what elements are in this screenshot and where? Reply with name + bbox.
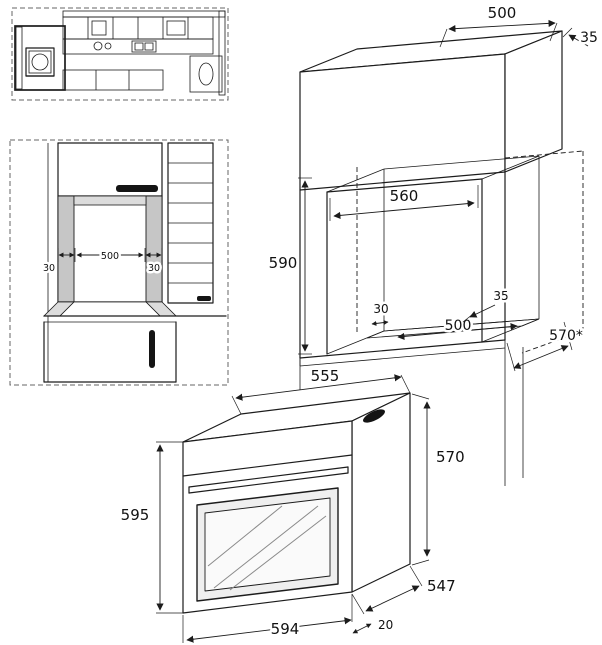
- shelf-column-handle: [197, 296, 211, 301]
- front-niche-dimensions: 500 30 30: [40, 248, 163, 277]
- oven-vent-slot: [363, 409, 385, 423]
- upper-cabinet: [299, 30, 563, 191]
- dim-line-front-width: [186, 617, 352, 643]
- upper-cabinet-right-face: [504, 30, 563, 173]
- dim-oven-body-depth: 547: [427, 577, 456, 595]
- dim-oven-front-height: 595: [121, 506, 150, 524]
- upper-door-handle: [116, 185, 158, 192]
- dim-line-depth-min: [513, 345, 569, 369]
- niche-dimensions: 500 35 560 590 30 500 35: [266, 2, 600, 372]
- dim-niche-base-inset: 30: [373, 302, 388, 316]
- dim-line-top-gap: [568, 34, 589, 47]
- niche-opening: [299, 155, 540, 486]
- kitchen-plan-view: [11, 7, 229, 101]
- dim-oven-rear-height: 570: [436, 448, 465, 466]
- niche-top-inner: [73, 195, 147, 206]
- dim-line-top-depth: [448, 19, 556, 33]
- plan-sink: [131, 40, 157, 53]
- oven-door-handle: [188, 466, 349, 494]
- niche-side-panel-right: [145, 195, 163, 303]
- plan-hob-burner: [93, 41, 103, 51]
- oven-isometric-view: 595 555 570 547 20 594: [118, 365, 467, 643]
- dim-oven-door-depth: 20: [378, 618, 393, 632]
- dim-line-inner-width: [333, 200, 475, 219]
- cabinet-front-view: 500 30 30: [9, 139, 229, 386]
- dim-niche-base-width: 500: [445, 318, 472, 334]
- dim-line-top-width: [235, 374, 402, 401]
- niche-hidden-lines: [356, 150, 584, 354]
- dim-line-body-depth: [365, 585, 420, 612]
- dim-niche-inner-height: 590: [269, 254, 298, 272]
- plan-counter-row: [62, 38, 214, 55]
- dim-niche-base-gap: 35: [493, 289, 508, 303]
- dim-line-base-gap: [469, 304, 496, 318]
- front-view-border: [9, 139, 229, 386]
- dim-front-niche-width: 500: [101, 251, 119, 262]
- front-counter-perspective: [43, 301, 227, 383]
- plan-tall-unit: [189, 55, 223, 93]
- dim-oven-top-width: 555: [311, 367, 340, 385]
- plan-view-border: [11, 7, 229, 101]
- plan-oven-callout: [14, 25, 66, 91]
- dim-niche-top-gap: 35: [580, 30, 598, 46]
- ventilation-strip: [366, 318, 540, 339]
- glass-reflection: [213, 505, 319, 589]
- plan-oven-fan-icon: [31, 53, 49, 71]
- front-oven-column: [57, 142, 163, 303]
- upper-cabinet-front-face: [299, 53, 506, 191]
- dim-line-base-inset: [371, 320, 389, 326]
- dim-oven-front-width: 594: [271, 620, 300, 638]
- plan-island: [62, 69, 164, 91]
- dim-niche-depth-min: 570*: [549, 328, 583, 344]
- dim-line-base-width: [397, 323, 518, 340]
- niche-side-panel-left: [57, 195, 75, 303]
- plan-wall-cabinet-row: [62, 16, 214, 40]
- dim-front-gap-left: 30: [43, 263, 55, 274]
- niche-isometric-view: 500 35 560 590 30 500 35: [266, 2, 600, 486]
- oven-door: [196, 487, 339, 602]
- dim-front-gap-right: 30: [148, 263, 160, 274]
- plan-hob-burner: [104, 42, 112, 50]
- dim-line-door-depth: [352, 623, 372, 634]
- dim-niche-top-depth: 500: [488, 4, 517, 22]
- dim-niche-inner-width: 560: [390, 187, 419, 205]
- front-shelf-column: [167, 142, 214, 304]
- plan-walls: [15, 10, 226, 96]
- plan-oven: [25, 47, 55, 77]
- control-panel-edge: [182, 454, 353, 477]
- base-cabinet-handle: [149, 330, 155, 368]
- oven-dimensions: 595 555 570 547 20 594: [118, 365, 467, 643]
- oven-right-face: [351, 392, 411, 593]
